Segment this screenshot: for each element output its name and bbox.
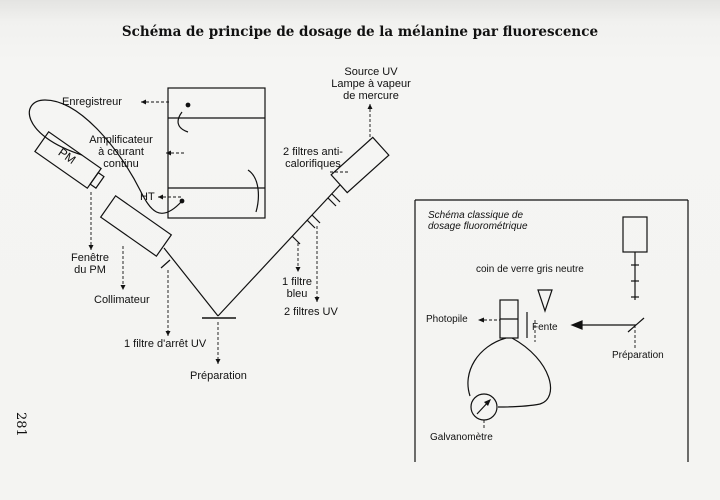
label-amplificateur: Amplificateur à courant continu [89,134,153,170]
label-ht: HT [140,191,155,203]
label-filtres-uv: 2 filtres UV [284,306,338,318]
label-enregistreur: Enregistreur [62,96,122,108]
label-filtre-bleu: 1 filtre bleu [282,276,312,300]
label-source-uv: Source UV Lampe à vapeur de mercure [331,66,411,102]
label-coin-verre: coin de verre gris neutre [476,264,584,275]
label-fenetre-pm: Fenêtre du PM [71,252,109,276]
label-filtre-arret: 1 filtre d'arrêt UV [124,338,207,350]
label-inset-preparation: Préparation [612,350,664,361]
label-preparation: Préparation [190,370,247,382]
photomultiplier [34,130,105,190]
page-number: 281 [13,412,28,437]
label-photopile: Photopile [426,314,468,325]
collimator [99,195,173,257]
label-fente: Fente [532,322,558,333]
label-collimateur: Collimateur [94,294,150,306]
label-filtres-anticalorifiques: 2 filtres anti- calorifiques [283,146,343,170]
inset-title: Schéma classique de dosage fluorométriqu… [428,210,528,232]
label-galvanometre: Galvanomètre [430,432,493,443]
uv-source [330,136,390,194]
inset-diagram [414,199,689,462]
page-title: Schéma de principe de dosage de la mélan… [121,24,599,40]
